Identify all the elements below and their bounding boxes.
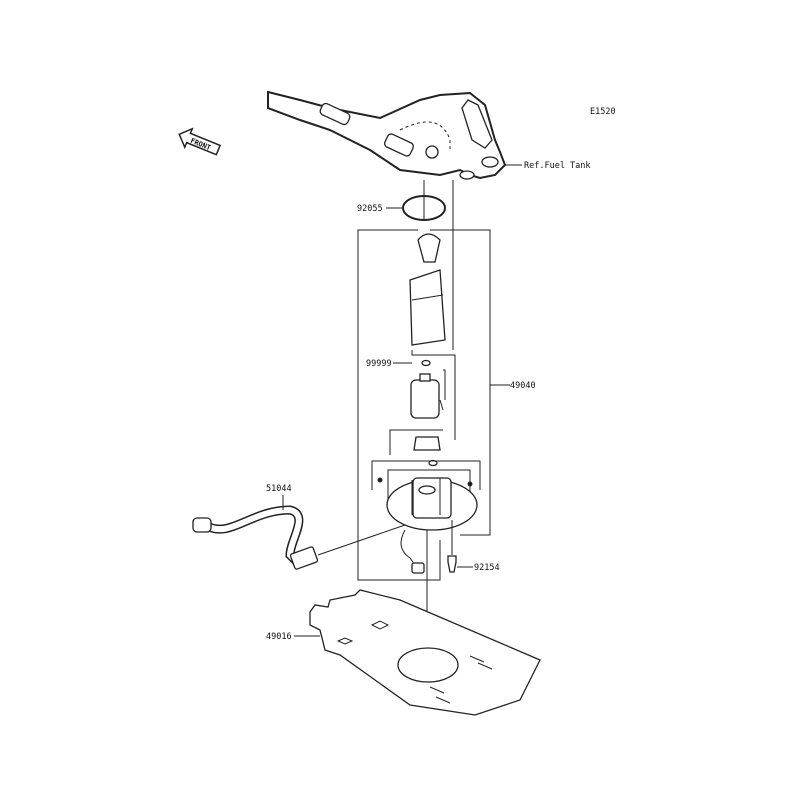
part-number-49016: 49016: [266, 632, 292, 642]
part-number-92154: 92154: [474, 563, 500, 573]
part-number-99999: 99999: [366, 359, 392, 369]
bolt: [447, 555, 457, 573]
pump-flange: [386, 477, 478, 531]
screw: [467, 481, 473, 487]
fuel-tank-outline: [267, 90, 507, 180]
connector: [411, 562, 425, 574]
front-label: FRONT: [189, 137, 212, 152]
ref-fuel-tank-label: Ref.Fuel Tank: [524, 161, 591, 171]
wire-harness: [192, 505, 319, 570]
pressure-regulator: [413, 436, 441, 451]
fuel-pump-body: [409, 233, 446, 346]
part-number-49040: 49040: [510, 381, 536, 391]
screw: [377, 477, 383, 483]
diagram-code: E1520: [590, 107, 616, 117]
part-number-51044: 51044: [266, 484, 292, 494]
protector-plate: [309, 589, 541, 716]
fuel-filter: [410, 373, 444, 419]
part-number-92055: 92055: [357, 204, 383, 214]
front-arrow-icon: FRONT: [178, 127, 222, 156]
